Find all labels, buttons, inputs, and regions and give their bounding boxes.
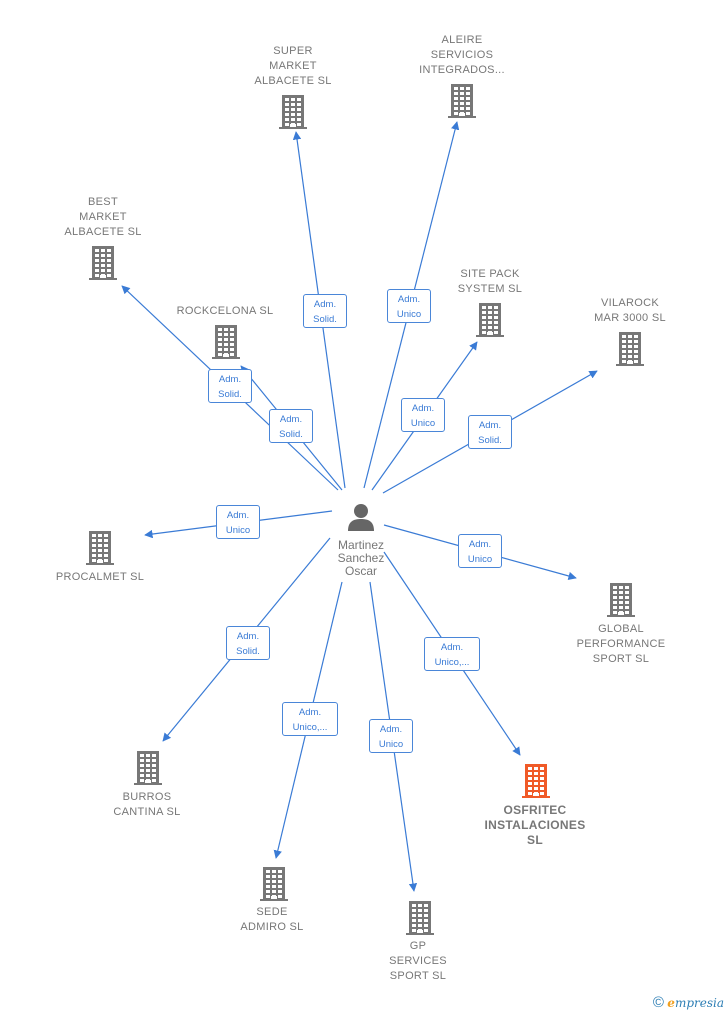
company-label-burros-cantina: BURROS CANTINA SL (113, 791, 181, 818)
edge-label-rockcelona[interactable]: Adm. Solid. (269, 409, 313, 443)
building-icon (448, 84, 476, 118)
building-icon (260, 867, 288, 901)
edge-label-global-performance[interactable]: Adm. Unico (458, 534, 502, 568)
company-label-rockcelona: ROCKCELONA SL (176, 305, 274, 317)
edge-label-aleire[interactable]: Adm. Unico (387, 289, 431, 323)
copyright-symbol: © (652, 994, 664, 1011)
company-label-osfritec: OSFRITEC INSTALACIONES SL (484, 803, 586, 847)
brand-initial: e (667, 996, 675, 1010)
brand-rest: mpresia (674, 996, 724, 1010)
building-icon (134, 751, 162, 785)
building-icon (212, 325, 240, 359)
company-label-gp-services: GP SERVICES SPORT SL (389, 940, 447, 982)
edge-label-vilarock[interactable]: Adm. Solid. (468, 415, 512, 449)
company-label-procalmet: PROCALMET SL (55, 571, 145, 583)
building-icon (89, 246, 117, 280)
edge-label-osfritec[interactable]: Adm. Unico,... (424, 637, 480, 671)
person-icon (348, 504, 374, 531)
edge-label-gp-services[interactable]: Adm. Unico (369, 719, 413, 753)
building-icon (86, 531, 114, 565)
company-label-site-pack: SITE PACK SYSTEM SL (457, 268, 523, 295)
edge-label-sede-admiro[interactable]: Adm. Unico,... (282, 702, 338, 736)
center-person-label: Martinez Sanchez Oscar (337, 538, 385, 578)
edge-label-super-market[interactable]: Adm. Solid. (303, 294, 347, 328)
edge-label-burros-cantina[interactable]: Adm. Solid. (226, 626, 270, 660)
company-label-best-market: BEST MARKET ALBACETE SL (64, 196, 142, 238)
building-icon (476, 303, 504, 337)
company-label-sede-admiro: SEDE ADMIRO SL (240, 906, 304, 933)
company-label-aleire: ALEIRE SERVICIOS INTEGRADOS... (419, 34, 505, 76)
company-label-vilarock: VILAROCK MAR 3000 SL (594, 297, 666, 324)
company-label-global-performance: GLOBAL PERFORMANCE SPORT SL (576, 623, 666, 665)
edge-label-site-pack[interactable]: Adm. Unico (401, 398, 445, 432)
building-icon (607, 583, 635, 617)
edge-label-best-market[interactable]: Adm. Solid. (208, 369, 252, 403)
building-icon (406, 901, 434, 935)
building-icon-highlight (522, 764, 550, 798)
building-icon (616, 332, 644, 366)
brand-logo: © empresia (653, 994, 724, 1011)
edge-label-procalmet[interactable]: Adm. Unico (216, 505, 260, 539)
company-label-super-market: SUPER MARKET ALBACETE SL (254, 45, 332, 87)
building-icon (279, 95, 307, 129)
